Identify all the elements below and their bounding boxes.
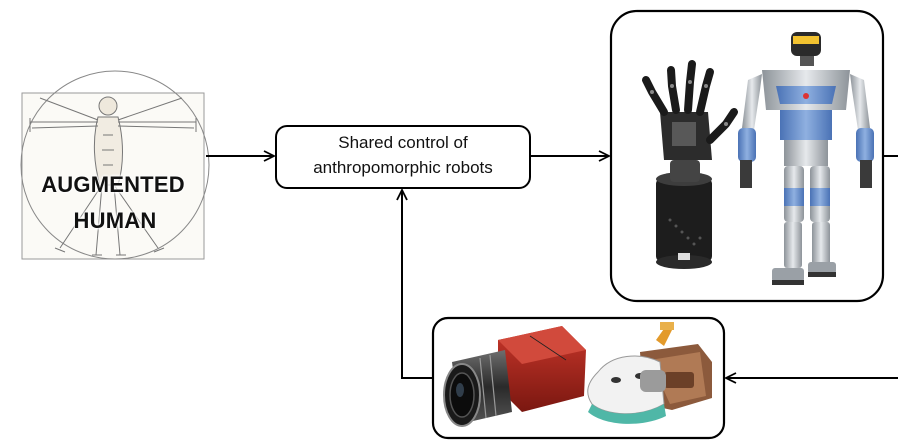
- vitruvian-man-sketch: [20, 70, 210, 260]
- industrial-camera-image: [443, 326, 586, 427]
- augmented-label: AUGMENTED: [41, 172, 185, 197]
- robotic-hand-image: [642, 60, 738, 269]
- humanoid-robot-image: [738, 32, 874, 285]
- tactile-sensor-image: [587, 322, 712, 424]
- shared-control-label-line2: anthropomorphic robots: [313, 158, 493, 177]
- sketch-circle: [20, 70, 210, 260]
- shared-control-label-line1: Shared control of: [338, 133, 468, 152]
- arrow-sensors-to-control: [402, 190, 433, 379]
- human-label: HUMAN: [73, 208, 157, 233]
